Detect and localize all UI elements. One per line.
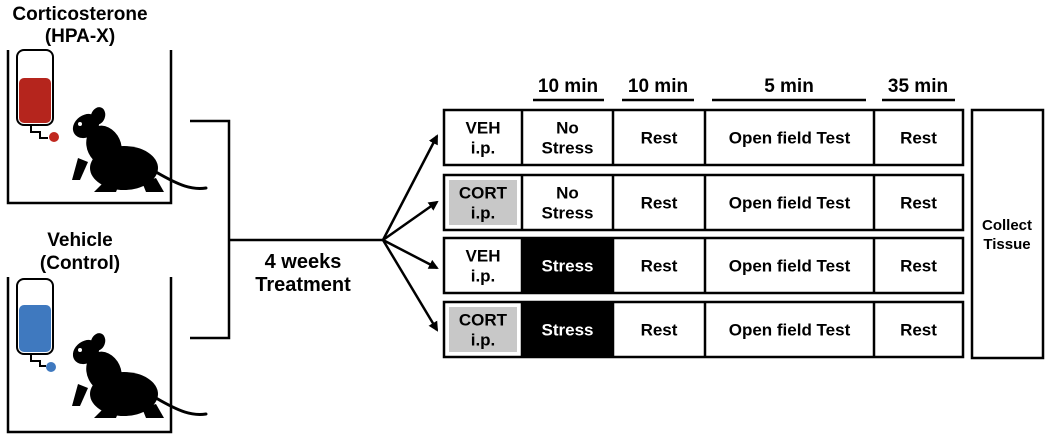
cort-group-subtitle: (HPA-X) [45,26,115,47]
water-bottle-icon [16,49,59,142]
duration-header: 10 min 10 min 5 min 35 min [533,76,955,102]
condition-label: Stress [542,257,594,276]
injection-route: i.p. [471,267,496,286]
tissue-label: Tissue [983,236,1030,253]
rat-icon [66,103,208,194]
duration-label: 5 min [764,76,814,97]
condition-label: Stress [542,204,594,223]
rest-cell: Rest [900,321,937,340]
condition-label: Stress [542,139,594,158]
collect-tissue-box: Collect Tissue [970,108,1045,360]
collect-label: Collect [982,217,1032,234]
rest-cell: Rest [641,321,678,340]
duration-label: 10 min [538,76,598,97]
injection-route: i.p. [471,139,496,158]
duration-label: 35 min [888,76,948,97]
test-cell: Open field Test [729,257,851,276]
rest-cell: Rest [641,257,678,276]
treatment-label: Treatment [255,274,351,296]
rest-cell: Rest [900,194,937,213]
condition-label: Stress [542,321,594,340]
cort-group: Corticosterone (HPA-X) [6,4,208,205]
cage-outline [6,50,173,205]
condition-cell: Stress [522,238,613,293]
test-cell: Open field Test [729,194,851,213]
injection-route: i.p. [471,204,496,223]
water-bottle-icon [16,278,56,372]
condition-label: No [556,119,579,138]
vehicle-group-title: Vehicle [47,230,113,251]
group-bracket [190,119,383,340]
duration-label: 10 min [628,76,688,97]
test-cell: Open field Test [729,129,851,148]
injection-agent: VEH [466,119,501,138]
cort-group-title: Corticosterone [12,4,147,25]
vehicle-group-subtitle: (Control) [40,253,120,274]
rest-cell: Rest [900,257,937,276]
rest-cell: Rest [641,129,678,148]
vehicle-group: Vehicle (Control) [6,230,208,434]
injection-route: i.p. [471,331,496,350]
rest-cell: Rest [900,129,937,148]
test-cell: Open field Test [729,321,851,340]
rest-cell: Rest [641,194,678,213]
condition-label: No [556,184,579,203]
cage-outline [6,277,173,434]
injection-agent: CORT [459,184,508,203]
rat-icon [66,329,208,420]
branch-arrows [381,134,439,332]
injection-agent: VEH [466,247,501,266]
treatment-duration: 4 weeks [265,251,342,273]
injection-agent: CORT [459,311,508,330]
condition-cell: Stress [522,302,613,357]
